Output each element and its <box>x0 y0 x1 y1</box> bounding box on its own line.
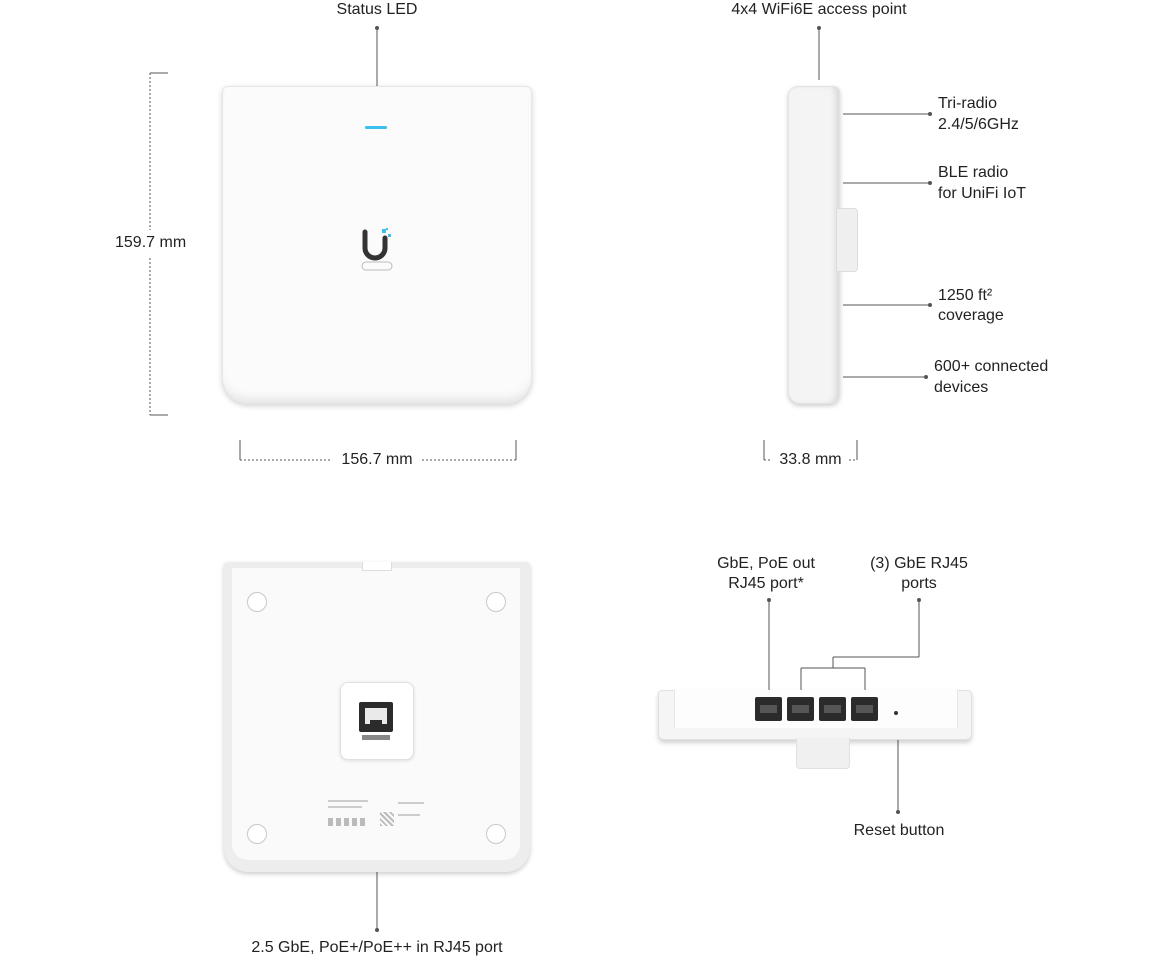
gbe-port-3 <box>819 697 846 721</box>
reset-button-hole <box>894 711 898 715</box>
uplink-rj45-port <box>359 702 393 732</box>
gbe-ports-label: (3) GbE RJ45 <box>870 555 968 572</box>
depth-dimension: 33.8 mm <box>779 451 842 468</box>
status-led <box>365 126 387 129</box>
tri-radio-bands: 2.4/5/6GHz <box>938 116 1019 133</box>
gbe-port-4 <box>851 697 878 721</box>
gbe-ports-detail: ports <box>901 575 937 592</box>
side-mount-bracket <box>836 208 858 272</box>
back-clip <box>362 562 392 571</box>
coverage-label: coverage <box>938 307 1004 324</box>
coverage-value: 1250 ft² <box>938 287 993 304</box>
screw-hole-icon <box>247 824 267 844</box>
screw-hole-icon <box>486 592 506 612</box>
devices-label: devices <box>934 379 989 396</box>
reset-button-label: Reset button <box>853 822 945 839</box>
front-panel <box>222 86 532 404</box>
screw-hole-icon <box>486 824 506 844</box>
width-dimension: 156.7 mm <box>341 451 413 468</box>
ble-detail: for UniFi IoT <box>938 185 1027 202</box>
regulatory-marks <box>328 800 424 830</box>
devices-value: 600+ connected <box>934 358 1049 375</box>
height-dimension: 159.7 mm <box>115 234 187 251</box>
tri-radio-label: Tri-radio <box>938 95 997 112</box>
status-led-label: Status LED <box>336 1 418 18</box>
unifi-logo-icon <box>361 228 393 271</box>
poe-out-detail: RJ45 port* <box>728 575 804 592</box>
bottom-edge-inset <box>674 690 958 728</box>
gbe-port-2 <box>787 697 814 721</box>
uplink-port-label: 2.5 GbE, PoE+/PoE++ in RJ45 port <box>251 939 503 956</box>
ble-label: BLE radio <box>938 164 1009 181</box>
side-profile <box>788 86 840 404</box>
poe-out-port <box>755 697 782 721</box>
bottom-mount-foot <box>796 738 850 769</box>
ap-title: 4x4 WiFi6E access point <box>731 1 907 18</box>
port-label-strip <box>362 735 390 740</box>
screw-hole-icon <box>247 592 267 612</box>
poe-out-label: GbE, PoE out <box>717 555 815 572</box>
